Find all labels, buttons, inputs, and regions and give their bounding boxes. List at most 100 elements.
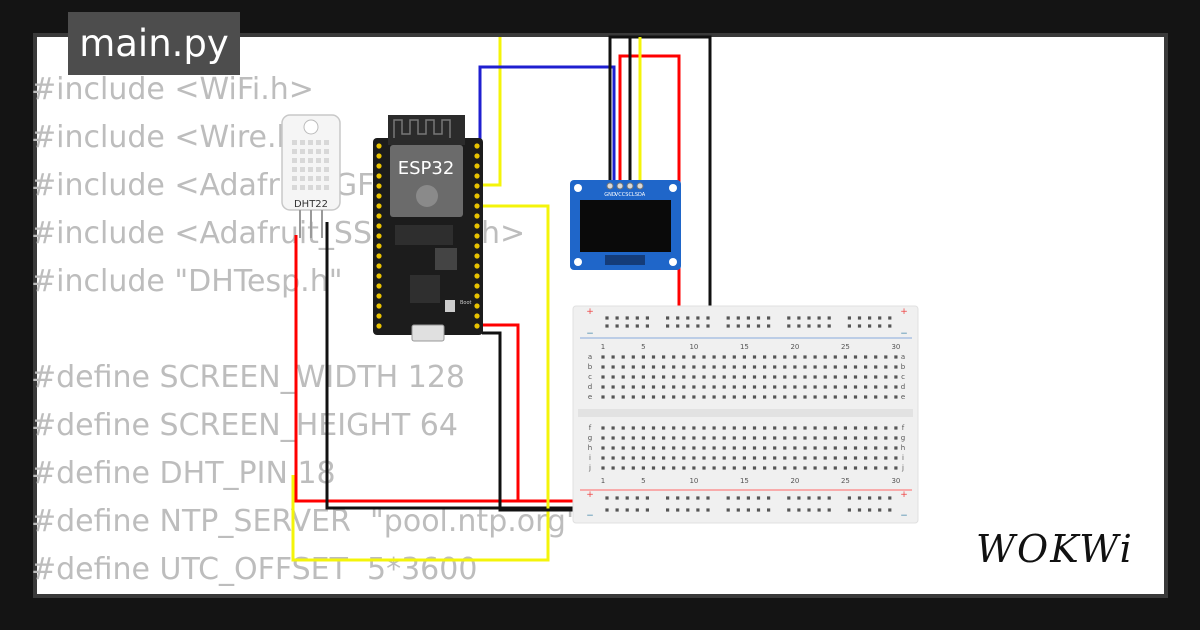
- breadboard-hole[interactable]: [773, 436, 777, 440]
- breadboard-hole[interactable]: [857, 508, 862, 512]
- breadboard-hole[interactable]: [702, 426, 706, 430]
- breadboard-hole[interactable]: [803, 365, 807, 369]
- breadboard-hole[interactable]: [672, 426, 676, 430]
- breadboard-hole[interactable]: [672, 365, 676, 369]
- breadboard-hole[interactable]: [611, 395, 615, 399]
- breadboard-hole[interactable]: [793, 456, 797, 460]
- breadboard-hole[interactable]: [686, 316, 690, 320]
- breadboard-hole[interactable]: [853, 385, 858, 389]
- breadboard-hole[interactable]: [682, 456, 686, 460]
- breadboard-hole[interactable]: [813, 436, 817, 440]
- breadboard-hole[interactable]: [696, 508, 700, 512]
- breadboard-hole[interactable]: [803, 385, 807, 389]
- breadboard-hole[interactable]: [767, 324, 771, 328]
- breadboard-hole[interactable]: [884, 456, 888, 460]
- breadboard-hole[interactable]: [742, 395, 746, 399]
- breadboard-hole[interactable]: [894, 426, 898, 430]
- breadboard-hole[interactable]: [823, 436, 827, 440]
- esp32-pin[interactable]: [474, 283, 480, 289]
- breadboard-hole[interactable]: [874, 446, 878, 450]
- breadboard-hole[interactable]: [763, 426, 767, 430]
- breadboard-hole[interactable]: [874, 365, 878, 369]
- breadboard-hole[interactable]: [611, 446, 615, 450]
- breadboard-hole[interactable]: [807, 316, 811, 320]
- breadboard-hole[interactable]: [874, 395, 878, 399]
- breadboard-hole[interactable]: [676, 496, 680, 500]
- breadboard-hole[interactable]: [793, 466, 797, 470]
- breadboard-hole[interactable]: [773, 466, 777, 470]
- breadboard-hole[interactable]: [732, 426, 736, 430]
- wire-black-dht[interactable]: [325, 222, 610, 510]
- breadboard-hole[interactable]: [712, 436, 716, 440]
- breadboard-hole[interactable]: [692, 355, 696, 359]
- wire-red-dht[interactable]: [294, 235, 622, 503]
- breadboard-hole[interactable]: [888, 508, 892, 512]
- breadboard-hole[interactable]: [783, 446, 787, 450]
- breadboard-hole[interactable]: [783, 375, 787, 379]
- breadboard-hole[interactable]: [682, 375, 686, 379]
- breadboard-hole[interactable]: [682, 355, 686, 359]
- breadboard-hole[interactable]: [651, 355, 656, 359]
- breadboard-hole[interactable]: [732, 466, 736, 470]
- breadboard-hole[interactable]: [756, 508, 761, 512]
- breadboard-hole[interactable]: [864, 436, 868, 440]
- breadboard-hole[interactable]: [833, 385, 837, 389]
- breadboard-hole[interactable]: [631, 456, 635, 460]
- breadboard-hole[interactable]: [756, 316, 761, 320]
- breadboard-hole[interactable]: [682, 365, 686, 369]
- breadboard-hole[interactable]: [823, 456, 827, 460]
- breadboard-hole[interactable]: [878, 508, 882, 512]
- breadboard-hole[interactable]: [645, 496, 649, 500]
- breadboard-hole[interactable]: [783, 355, 787, 359]
- esp32-pin[interactable]: [474, 293, 480, 299]
- breadboard-hole[interactable]: [787, 496, 791, 500]
- breadboard-hole[interactable]: [763, 355, 767, 359]
- oled-pin[interactable]: [636, 182, 644, 190]
- breadboard-hole[interactable]: [773, 355, 777, 359]
- breadboard-hole[interactable]: [601, 385, 605, 389]
- breadboard-hole[interactable]: [763, 436, 767, 440]
- breadboard-hole[interactable]: [803, 426, 807, 430]
- breadboard-hole[interactable]: [722, 395, 726, 399]
- breadboard-hole[interactable]: [793, 446, 797, 450]
- breadboard-hole[interactable]: [712, 446, 716, 450]
- breadboard-hole[interactable]: [843, 365, 847, 369]
- breadboard-hole[interactable]: [696, 496, 700, 500]
- breadboard-hole[interactable]: [813, 456, 817, 460]
- breadboard-hole[interactable]: [676, 508, 680, 512]
- breadboard-hole[interactable]: [843, 436, 847, 440]
- breadboard-hole[interactable]: [874, 385, 878, 389]
- breadboard-hole[interactable]: [813, 395, 817, 399]
- breadboard-hole[interactable]: [884, 446, 888, 450]
- breadboard-hole[interactable]: [783, 456, 787, 460]
- breadboard-hole[interactable]: [894, 395, 898, 399]
- breadboard-hole[interactable]: [787, 316, 791, 320]
- breadboard-hole[interactable]: [752, 355, 757, 359]
- breadboard-hole[interactable]: [742, 426, 746, 430]
- breadboard-hole[interactable]: [853, 365, 858, 369]
- breadboard-hole[interactable]: [833, 466, 837, 470]
- breadboard-hole[interactable]: [736, 508, 740, 512]
- breadboard-hole[interactable]: [763, 365, 767, 369]
- breadboard-hole[interactable]: [692, 365, 696, 369]
- breadboard-hole[interactable]: [666, 496, 670, 500]
- breadboard-hole[interactable]: [752, 466, 757, 470]
- breadboard-hole[interactable]: [853, 446, 858, 450]
- breadboard-hole[interactable]: [823, 466, 827, 470]
- breadboard-hole[interactable]: [635, 316, 639, 320]
- breadboard-hole[interactable]: [823, 365, 827, 369]
- breadboard-hole[interactable]: [732, 365, 736, 369]
- breadboard-hole[interactable]: [847, 324, 851, 328]
- breadboard-hole[interactable]: [843, 395, 847, 399]
- breadboard-hole[interactable]: [793, 355, 797, 359]
- breadboard-hole[interactable]: [631, 365, 635, 369]
- breadboard-hole[interactable]: [672, 446, 676, 450]
- breadboard-hole[interactable]: [692, 466, 696, 470]
- breadboard-hole[interactable]: [625, 508, 629, 512]
- oled-pin[interactable]: [626, 182, 634, 190]
- breadboard-hole[interactable]: [853, 456, 858, 460]
- breadboard-hole[interactable]: [827, 316, 831, 320]
- breadboard-hole[interactable]: [817, 496, 821, 500]
